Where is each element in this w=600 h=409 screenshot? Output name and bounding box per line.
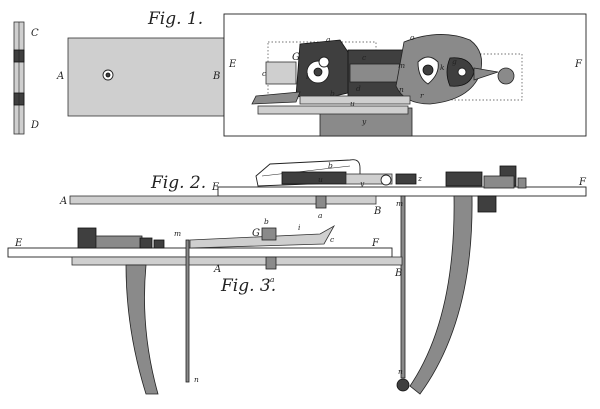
fig1-title: Fig. 1.: [147, 9, 203, 29]
fig2-label-a: A: [59, 196, 67, 207]
fig1-label-y: y: [361, 117, 367, 126]
plate-ab: [67, 37, 225, 117]
fig3-plate-ab: [71, 256, 403, 266]
fig1-label-k: k: [440, 63, 445, 72]
label-a: A: [56, 71, 64, 82]
fig1-label-i: i: [306, 72, 309, 81]
label-d: D: [30, 120, 39, 131]
fig1-label-n: n: [399, 85, 404, 94]
mechanism-fig1: [251, 34, 523, 105]
fig3-label-i: i: [298, 223, 301, 232]
fig1-label-g: g: [452, 57, 457, 66]
fig2-title: Fig. 2.: [150, 173, 206, 193]
fig3-curved-arm: [125, 264, 159, 395]
label-e: E: [228, 59, 237, 70]
fig3-label-a: A: [213, 264, 221, 275]
fig3-label-m: m: [174, 229, 181, 238]
fig3-label-n: n: [194, 375, 199, 384]
fig3-frame-ef: [7, 247, 393, 258]
fig1-label-a: a: [326, 35, 330, 44]
fig1-label-d: d: [356, 84, 361, 93]
fig1-label-o: o: [410, 33, 415, 42]
fig2-label-y: y: [359, 179, 365, 188]
side-bar-cd: [13, 21, 25, 135]
fig2-label-a-small: a: [318, 211, 322, 220]
fig2-label-e: E: [211, 182, 220, 193]
fig1-label-b: b: [330, 89, 335, 98]
fig2-label-n: n: [398, 367, 403, 376]
fig1-label-c-left: c: [262, 69, 267, 78]
fig3-label-e: E: [14, 238, 23, 249]
fig1-label-m: m: [398, 61, 405, 70]
fig2-label-b: B: [373, 206, 381, 217]
fig2-curved-arm: [409, 195, 473, 395]
fig3-label-c: c: [330, 235, 335, 244]
fig1-label-r: r: [420, 91, 424, 100]
fig1-label-g-cap: G: [292, 52, 300, 63]
figure-2: Fig. 2. A E F B u b y a m z n: [59, 159, 587, 395]
fig1-label-c-mid: c: [362, 53, 367, 62]
fig2-rod-mn: [400, 195, 406, 379]
fig2-frame-ef: [217, 186, 587, 197]
fig3-label-b: B: [394, 268, 402, 279]
fig3-rod-mn: [185, 239, 190, 383]
fig2-label-u: u: [318, 175, 323, 184]
base-rail: [257, 105, 409, 115]
figure-1: Fig. 1. C D A B E F: [13, 9, 587, 137]
fig2-label-f: F: [578, 177, 587, 188]
fig3-label-f: F: [371, 238, 380, 249]
label-f: F: [574, 59, 583, 70]
fig3-label-g: G: [252, 228, 260, 239]
fig2-label-b-small: b: [328, 161, 333, 170]
fig2-label-m: m: [396, 199, 403, 208]
fig3-title: Fig. 3.: [220, 276, 276, 296]
fig3-label-a-small: a: [270, 275, 274, 284]
label-c: C: [31, 28, 39, 39]
label-b: B: [212, 71, 220, 82]
figure-3: Fig. 3. E F A B m b G i c a n: [7, 217, 403, 395]
fig3-label-b-small: b: [264, 217, 269, 226]
fig2-label-z: z: [417, 174, 422, 183]
fig2-plate-ab: [69, 195, 377, 205]
fig1-label-u: u: [350, 99, 355, 108]
